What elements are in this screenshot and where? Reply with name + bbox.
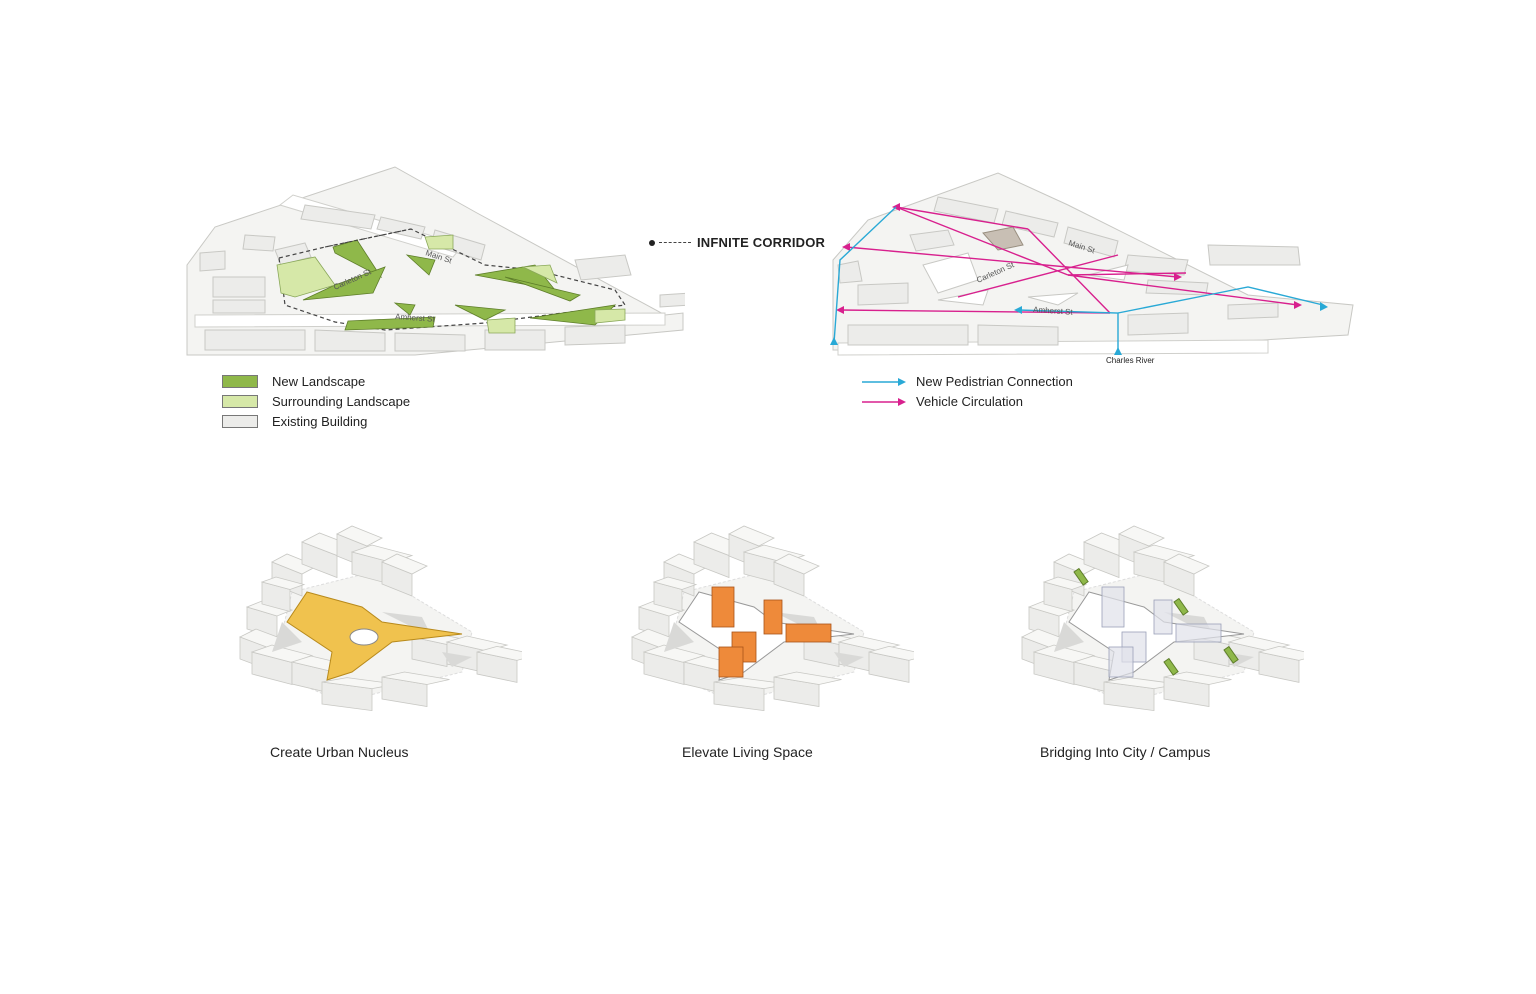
label-charles-river: Charles River: [1106, 356, 1155, 365]
block-roof: [652, 576, 698, 590]
axo-drawing: [631, 525, 930, 712]
axo-drawing: [239, 525, 538, 712]
legend-label-existing-building: Existing Building: [272, 414, 368, 429]
swatch-existing-building: [222, 415, 258, 428]
living-tower: [718, 646, 744, 678]
label-amherst-st-left: Amherst St: [395, 312, 436, 324]
block-roof: [1163, 553, 1210, 575]
block-roof: [773, 553, 820, 575]
magenta-arrow-icon: [862, 397, 906, 406]
legend-label-surrounding-landscape: Surrounding Landscape: [272, 394, 411, 409]
block-roof: [1042, 576, 1088, 590]
transparent-tower: [1175, 623, 1222, 643]
block-roof: [1027, 600, 1076, 617]
block-roof: [1118, 525, 1165, 547]
callout-dot-icon: [649, 239, 655, 246]
legend-item-vehicle-circulation: Vehicle Circulation: [862, 394, 1023, 409]
plaza-shadow: [834, 652, 864, 667]
context-buildings: [239, 525, 538, 712]
block-roof: [250, 644, 314, 663]
caption-bridging-city-campus: Bridging Into City / Campus: [1040, 744, 1211, 760]
block-roof: [837, 635, 901, 652]
legend-item-new-landscape: New Landscape: [222, 374, 365, 389]
axo-elevate-living-space: [624, 512, 930, 722]
block-roof: [728, 525, 775, 547]
plaza-shadow: [442, 652, 472, 667]
living-tower: [763, 599, 783, 635]
nucleus-core: [349, 628, 379, 646]
legend-label-new-landscape: New Landscape: [272, 374, 366, 389]
legend-item-existing-building: Existing Building: [222, 414, 367, 429]
infinite-corridor-callout: INFNITE CORRIDOR: [649, 235, 825, 250]
label-amherst-st-right: Amherst St: [1033, 305, 1074, 317]
legend-label-vehicle-circulation: Vehicle Circulation: [916, 394, 1023, 409]
transparent-tower: [1153, 599, 1173, 635]
legend-item-pedestrian-connection: New Pedistrian Connection: [862, 374, 1073, 389]
caption-urban-nucleus: Create Urban Nucleus: [270, 744, 409, 760]
context-buildings: [631, 525, 930, 712]
block-roof: [336, 525, 383, 547]
caption-elevate-living-space: Elevate Living Space: [682, 744, 813, 760]
axo-bridging-city-campus: [1014, 512, 1320, 722]
legend-item-surrounding-landscape: Surrounding Landscape: [222, 394, 410, 409]
swatch-new-landscape: [222, 375, 258, 388]
living-tower: [785, 623, 832, 643]
context-buildings: [1021, 525, 1320, 712]
block-roof: [1163, 671, 1232, 685]
block-roof: [381, 671, 450, 685]
landscape-site-plan: Main St Carleton St Amherst St: [185, 165, 691, 370]
block-roof: [445, 635, 509, 652]
bridge-green: [1163, 657, 1179, 676]
block-roof: [1032, 644, 1096, 663]
bridge-green: [1073, 567, 1089, 586]
axo-drawing: [1021, 525, 1320, 712]
block-roof: [637, 600, 686, 617]
circulation-site-plan: Main St Carleton St Amherst St: [828, 165, 1358, 370]
plaza-shadow: [1054, 622, 1084, 652]
block-roof: [773, 671, 842, 685]
plaza-shadow: [272, 622, 302, 652]
swatch-surrounding-landscape: [222, 395, 258, 408]
plaza-shadow: [664, 622, 694, 652]
landscape-plan-drawing: Main St Carleton St Amherst St: [186, 166, 691, 356]
circulation-plan-drawing: Main St Carleton St Amherst St: [830, 172, 1354, 356]
callout-leader-line: [659, 242, 691, 243]
axo-urban-nucleus: [232, 512, 538, 722]
block-roof: [245, 600, 294, 617]
transparent-tower: [1101, 586, 1125, 628]
block-roof: [260, 576, 306, 590]
block-roof: [642, 644, 706, 663]
living-tower: [711, 586, 735, 628]
blue-arrow-icon: [862, 377, 906, 386]
block-roof: [1227, 635, 1291, 652]
block-roof: [381, 553, 428, 575]
bridge-green: [1173, 597, 1189, 616]
legend-label-pedestrian-connection: New Pedistrian Connection: [916, 374, 1073, 389]
bridge-green: [1223, 645, 1239, 664]
transparent-tower: [1108, 646, 1134, 678]
infinite-corridor-label: INFNITE CORRIDOR: [697, 235, 826, 250]
